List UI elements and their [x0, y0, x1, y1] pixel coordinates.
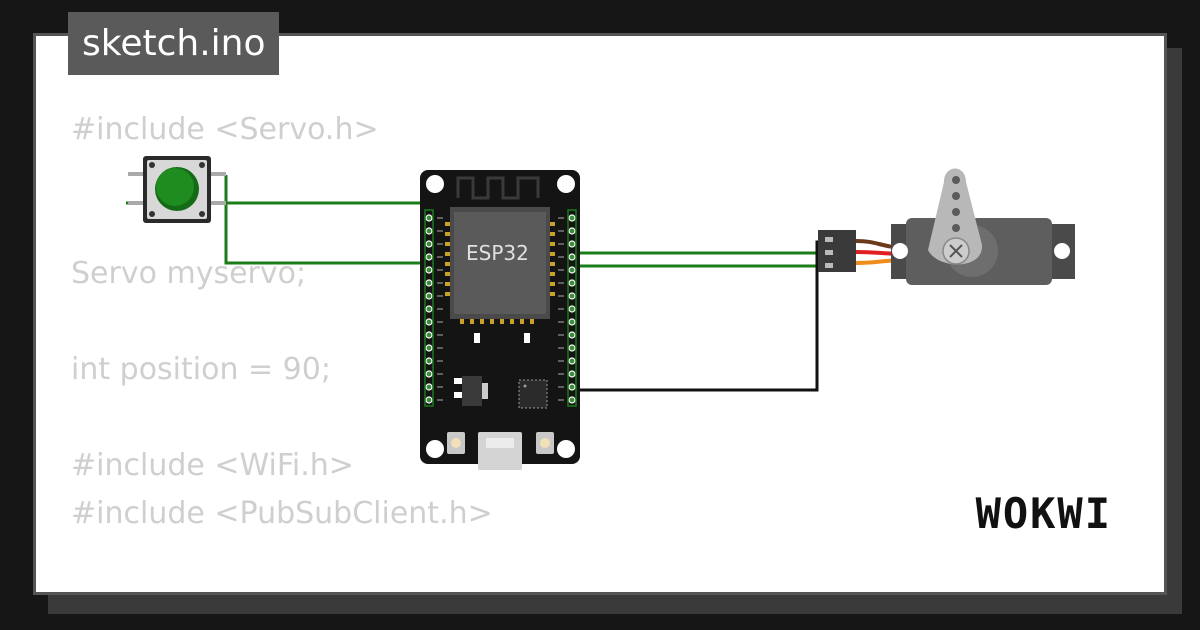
- pin-silkscreen: [437, 217, 564, 401]
- wire-servo-gnd: [572, 240, 826, 392]
- file-name-badge: sketch.ino: [68, 12, 280, 75]
- code-line: #include <PubSubClient.h>: [71, 496, 493, 531]
- smd-component: [454, 392, 462, 398]
- usb-connector: [478, 432, 522, 470]
- smd-component: [474, 333, 480, 343]
- project-card[interactable]: #include <Servo.h> Servo myservo; int po…: [33, 33, 1167, 595]
- wokwi-logo: WOKWI: [975, 489, 1112, 538]
- code-line: #include <WiFi.h>: [71, 448, 354, 483]
- boot-button[interactable]: [447, 432, 465, 454]
- voltage-regulator-tab: [482, 383, 488, 399]
- servo-connector: [818, 230, 856, 272]
- code-line: int position = 90;: [71, 352, 331, 387]
- en-button[interactable]: [536, 432, 554, 454]
- wire-button-signal: [224, 175, 430, 265]
- chip-label: ESP32: [466, 241, 529, 265]
- antenna-trace: [456, 176, 540, 200]
- module-pads: [445, 222, 555, 324]
- usb-uart-chip: [518, 379, 548, 409]
- servo-horn: [928, 168, 983, 265]
- servo-motor[interactable]: [818, 168, 1075, 286]
- voltage-regulator: [462, 376, 482, 406]
- smd-component: [454, 378, 462, 384]
- code-line: #include <Servo.h>: [71, 112, 379, 147]
- push-button[interactable]: [128, 156, 226, 223]
- pin-headers: [425, 214, 576, 404]
- smd-component: [524, 333, 530, 343]
- esp32-board[interactable]: ESP32: [420, 170, 580, 470]
